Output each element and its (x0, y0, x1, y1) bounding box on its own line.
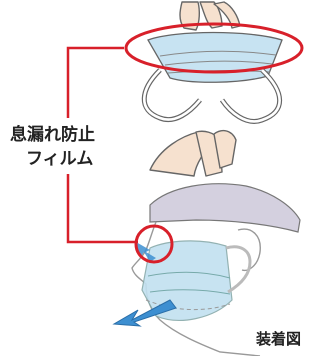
bottom-hand-illustration (149, 129, 237, 177)
film-label-line2: フィルム (26, 149, 93, 169)
head-cap (149, 183, 301, 233)
top-fingers-illustration (179, 1, 241, 31)
worn-caption: 装着図 (255, 330, 301, 348)
nose-airflow-arrow (136, 242, 156, 262)
nose-highlight-circle (134, 224, 174, 264)
mask-worn-illustration (112, 183, 301, 356)
airflow-arrow (112, 299, 177, 327)
film-label-line1: 息漏れ防止 (10, 124, 95, 145)
worn-mask (141, 240, 233, 321)
film-highlight-ellipse (124, 22, 304, 74)
callout-connector (66, 46, 138, 244)
mask-film-shape (147, 31, 283, 83)
mask-held-illustration (124, 1, 304, 177)
